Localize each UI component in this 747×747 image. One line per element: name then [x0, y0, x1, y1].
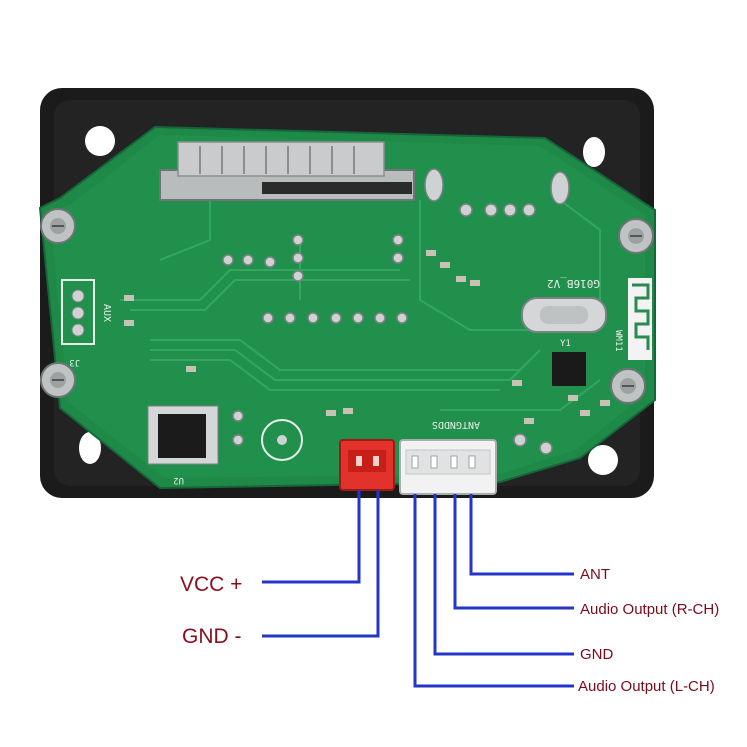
voltage-regulator: U2	[147, 405, 219, 485]
label-gnd-power: GND -	[182, 625, 242, 648]
wires	[262, 490, 574, 688]
mount-hole-bottom-right	[588, 445, 618, 475]
board-marking: G016B_V2	[547, 277, 600, 290]
crystal-oscillator	[521, 297, 607, 333]
pcb-traces	[120, 170, 601, 411]
label-vcc: VCC +	[180, 573, 242, 596]
antenna-trace: WM11	[613, 278, 652, 360]
label-gnd-audio: GND	[580, 646, 614, 663]
pin-labels: VCC + GND - ANT Audio Output (R-CH) GND …	[180, 566, 719, 695]
solder-pads	[222, 168, 570, 455]
label-audio-r: Audio Output (R-CH)	[580, 601, 719, 618]
wire-gnd-audio	[433, 494, 574, 656]
audio-connector	[399, 439, 497, 495]
y1-label: Y1	[560, 339, 571, 349]
mounting-screws	[40, 208, 654, 404]
connector-silkscreen: ANTGNDDS	[432, 419, 480, 430]
antenna-label: WM11	[613, 330, 623, 352]
label-audio-l: Audio Output (L-CH)	[578, 678, 715, 695]
wire-vcc	[262, 490, 361, 584]
j3-label: J3	[69, 357, 80, 367]
mount-hole-bottom-left	[79, 432, 101, 464]
bluetooth-chip: Y1	[552, 339, 586, 386]
wire-ant	[469, 494, 574, 576]
mount-hole-top-left	[85, 126, 115, 156]
mount-hole-top-right	[583, 137, 605, 167]
aux-header: AUX J3	[61, 279, 112, 367]
wire-gnd-power	[262, 490, 380, 638]
wire-audio-l	[413, 494, 574, 688]
aux-label: AUX	[101, 304, 112, 322]
label-ant: ANT	[580, 566, 610, 583]
capacitor	[261, 419, 303, 461]
pcb-board: AUX J3 G016B_V2 Y1 WM11 U2	[38, 125, 656, 490]
smd-components	[124, 250, 610, 424]
u2-label: U2	[173, 475, 184, 485]
sd-card-slot	[159, 141, 415, 201]
power-connector	[339, 439, 395, 491]
wire-audio-r	[453, 494, 574, 610]
